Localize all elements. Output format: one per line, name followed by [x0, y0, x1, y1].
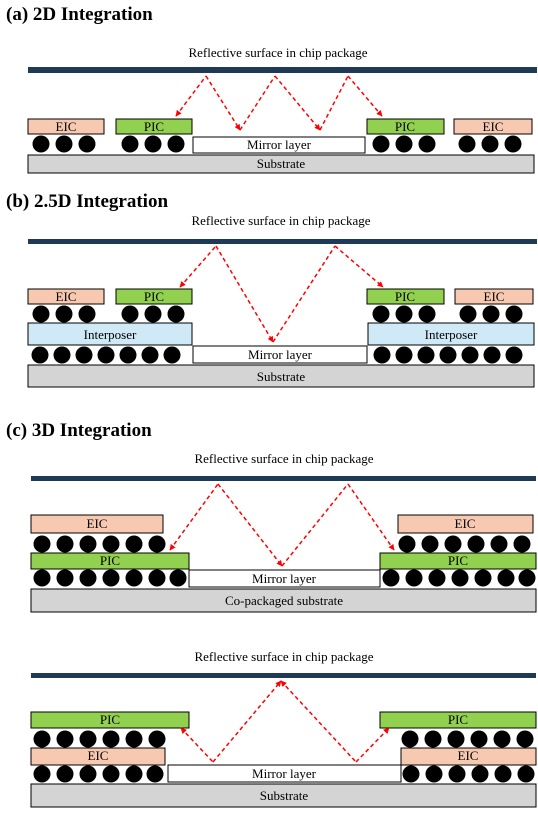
reflective-surface-label: Reflective surface in chip package: [194, 649, 373, 664]
section-title-2d: (a) 2D Integration: [6, 4, 153, 25]
pic-label: PIC: [448, 553, 468, 568]
pic-label: PIC: [100, 553, 120, 568]
substrate-label: Co-packaged substrate: [225, 593, 343, 608]
pic-chip: [366, 288, 445, 305]
pic-chip: [115, 288, 193, 305]
eic-label: EIC: [88, 748, 109, 763]
reflective-surface-label: Reflective surface in chip package: [191, 213, 370, 228]
solder-bumps: [31, 346, 523, 364]
eic-chip: [27, 118, 105, 135]
mirror-layer-label: Mirror layer: [252, 571, 317, 586]
solder-bumps: [32, 135, 522, 153]
mirror-layer-label: Mirror layer: [248, 347, 313, 362]
eic-label: EIC: [56, 289, 77, 304]
light-path: [175, 75, 383, 131]
pic-label: PIC: [144, 119, 164, 134]
interposer: [27, 322, 193, 346]
mirror-layer: [188, 569, 381, 588]
solder-bumps: [33, 765, 535, 783]
eic-chip: [30, 514, 164, 534]
interposer-label: Interposer: [425, 327, 478, 342]
eic-chip: [453, 118, 533, 135]
mirror-layer: [167, 764, 402, 783]
reflective-surface-label: Reflective surface in chip package: [194, 451, 373, 466]
section-title-3d: (c) 3D Integration: [6, 420, 152, 441]
pic-chip: [115, 118, 193, 135]
substrate: [30, 588, 537, 613]
pic-label: PIC: [100, 712, 120, 727]
interposer-label: Interposer: [84, 327, 137, 342]
substrate-label: Substrate: [260, 788, 309, 803]
reflective-surface-bar: [31, 476, 536, 481]
substrate-label: Substrate: [257, 369, 306, 384]
eic-label: EIC: [87, 516, 108, 531]
interposer: [367, 322, 535, 346]
section-2d: Reflective surface in chip package EIC P…: [27, 45, 537, 174]
light-path: [179, 245, 384, 343]
pic-chip: [379, 711, 537, 729]
section-title-2-5d: (b) 2.5D Integration: [6, 191, 169, 212]
eic-chip: [397, 514, 534, 534]
reflective-surface-bar: [31, 673, 536, 678]
reflective-surface-bar: [28, 239, 537, 244]
pic-chip: [30, 711, 190, 729]
section-3d-variant: Reflective surface in chip package PIC P…: [30, 649, 537, 808]
substrate: [27, 154, 535, 174]
mirror-layer: [192, 345, 368, 364]
eic-chip: [30, 747, 166, 766]
light-path: [169, 483, 395, 567]
pic-label: PIC: [395, 289, 415, 304]
eic-label: EIC: [458, 748, 479, 763]
pic-chip: [379, 552, 537, 570]
solder-bumps: [33, 569, 536, 587]
reflective-surface-bar: [28, 67, 537, 73]
light-path: [180, 680, 390, 763]
reflective-surface-label: Reflective surface in chip package: [188, 45, 367, 60]
pic-chip: [366, 118, 445, 135]
eic-label: EIC: [455, 516, 476, 531]
substrate: [30, 783, 537, 808]
section-3d: Reflective surface in chip package EIC E…: [30, 451, 537, 613]
solder-bumps: [33, 535, 531, 553]
eic-label: EIC: [483, 119, 504, 134]
mirror-layer: [192, 136, 366, 154]
mirror-layer-label: Mirror layer: [247, 137, 312, 152]
eic-chip: [400, 747, 537, 766]
substrate: [27, 364, 535, 388]
section-2-5d: Reflective surface in chip package EIC P…: [27, 213, 537, 388]
substrate-label: Substrate: [257, 156, 306, 171]
solder-bumps: [32, 305, 523, 323]
eic-chip: [27, 288, 105, 305]
solder-bumps: [33, 730, 534, 748]
eic-label: EIC: [56, 119, 77, 134]
eic-label: EIC: [484, 289, 505, 304]
pic-label: PIC: [448, 712, 468, 727]
pic-chip: [30, 552, 190, 570]
eic-chip: [454, 288, 534, 305]
pic-label: PIC: [144, 289, 164, 304]
mirror-layer-label: Mirror layer: [252, 766, 317, 781]
pic-label: PIC: [395, 119, 415, 134]
